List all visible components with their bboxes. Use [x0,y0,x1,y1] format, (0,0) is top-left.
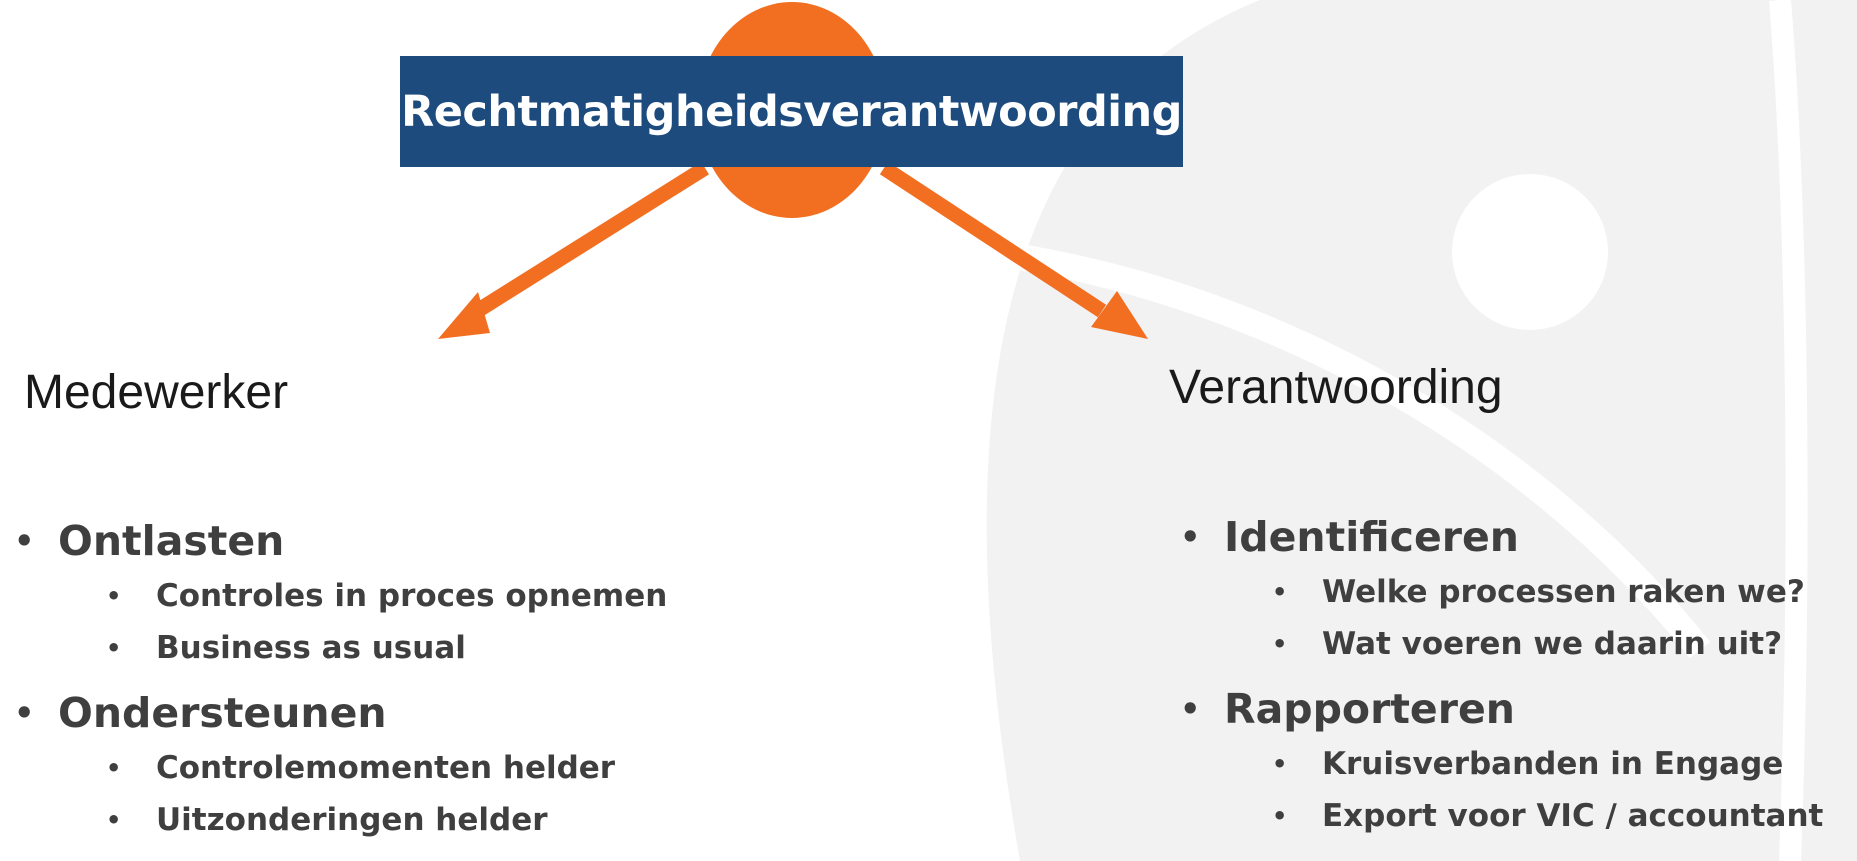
sub-item: • Controlemomenten helder [14,742,814,794]
sub-item: • Wat voeren we daarin uit? [1180,618,1850,670]
bullet: • [1272,750,1288,778]
sub-item-label: Business as usual [156,630,466,666]
item-label: Identificeren [1224,513,1519,561]
bullet: • [1180,690,1201,728]
bullet: • [106,806,122,834]
sub-item: • Business as usual [14,622,814,674]
sub-item: • Kruisverbanden in Engage [1180,738,1850,790]
heading-medewerker: Medewerker [24,366,289,419]
sub-item-label: Wat voeren we daarin uit? [1322,626,1783,662]
sub-list: • Controlemomenten helder • Uitzonderingen… [14,742,814,846]
bullet: • [14,522,35,560]
arrow-left-shaft [462,161,709,325]
sub-list: • Welke processen raken we? • Wat voeren w… [1180,566,1850,670]
title-box: Rechtmatigheidsverantwoording [400,56,1183,167]
heading-verantwoording: Verantwoording [1169,361,1503,414]
sub-item: • Controles in proces opnemen [14,570,814,622]
item-label: Rapporteren [1224,685,1515,733]
bullet: • [106,634,122,662]
arrow-left-head [438,292,490,339]
list-item: • Ontlasten [14,512,814,570]
bullet: • [1272,578,1288,606]
sub-item-label: Kruisverbanden in Engage [1322,746,1784,782]
sub-list: • Kruisverbanden in Engage • Export voor V… [1180,738,1850,842]
list-item: • Identificeren [1180,508,1850,566]
item-label: Ontlasten [58,517,285,565]
bullet: • [106,582,122,610]
list-item: • Ondersteunen [14,684,814,742]
bullet: • [1272,802,1288,830]
sub-item-label: Controlemomenten helder [156,750,616,786]
sub-item: • Export voor VIC / accountant [1180,790,1850,842]
watermark-shape [986,0,1857,861]
sub-item: • Welke processen raken we? [1180,566,1850,618]
medewerker-list: • Ontlasten • Controles in proces opnemen … [14,512,814,856]
diagram-title: Rechtmatigheidsverantwoording [401,86,1182,137]
bullet: • [1180,518,1201,556]
watermark-dot [1452,174,1608,330]
bullet: • [1272,630,1288,658]
sub-item-label: Export voor VIC / accountant [1322,798,1824,834]
verantwoording-list: • Identificeren • Welke processen raken we… [1180,508,1850,852]
arrow-right-head [1091,291,1148,339]
arrow-right-shaft [879,161,1107,318]
bullet: • [14,694,35,732]
bullet: • [106,754,122,782]
watermark-stripe-vertical [1769,0,1808,861]
item-label: Ondersteunen [58,689,387,737]
sub-item-label: Controles in proces opnemen [156,578,668,614]
sub-item: • Uitzonderingen helder [14,794,814,846]
sub-list: • Controles in proces opnemen • Business a… [14,570,814,674]
list-item: • Rapporteren [1180,680,1850,738]
sub-item-label: Welke processen raken we? [1322,574,1805,610]
sub-item-label: Uitzonderingen helder [156,802,548,838]
